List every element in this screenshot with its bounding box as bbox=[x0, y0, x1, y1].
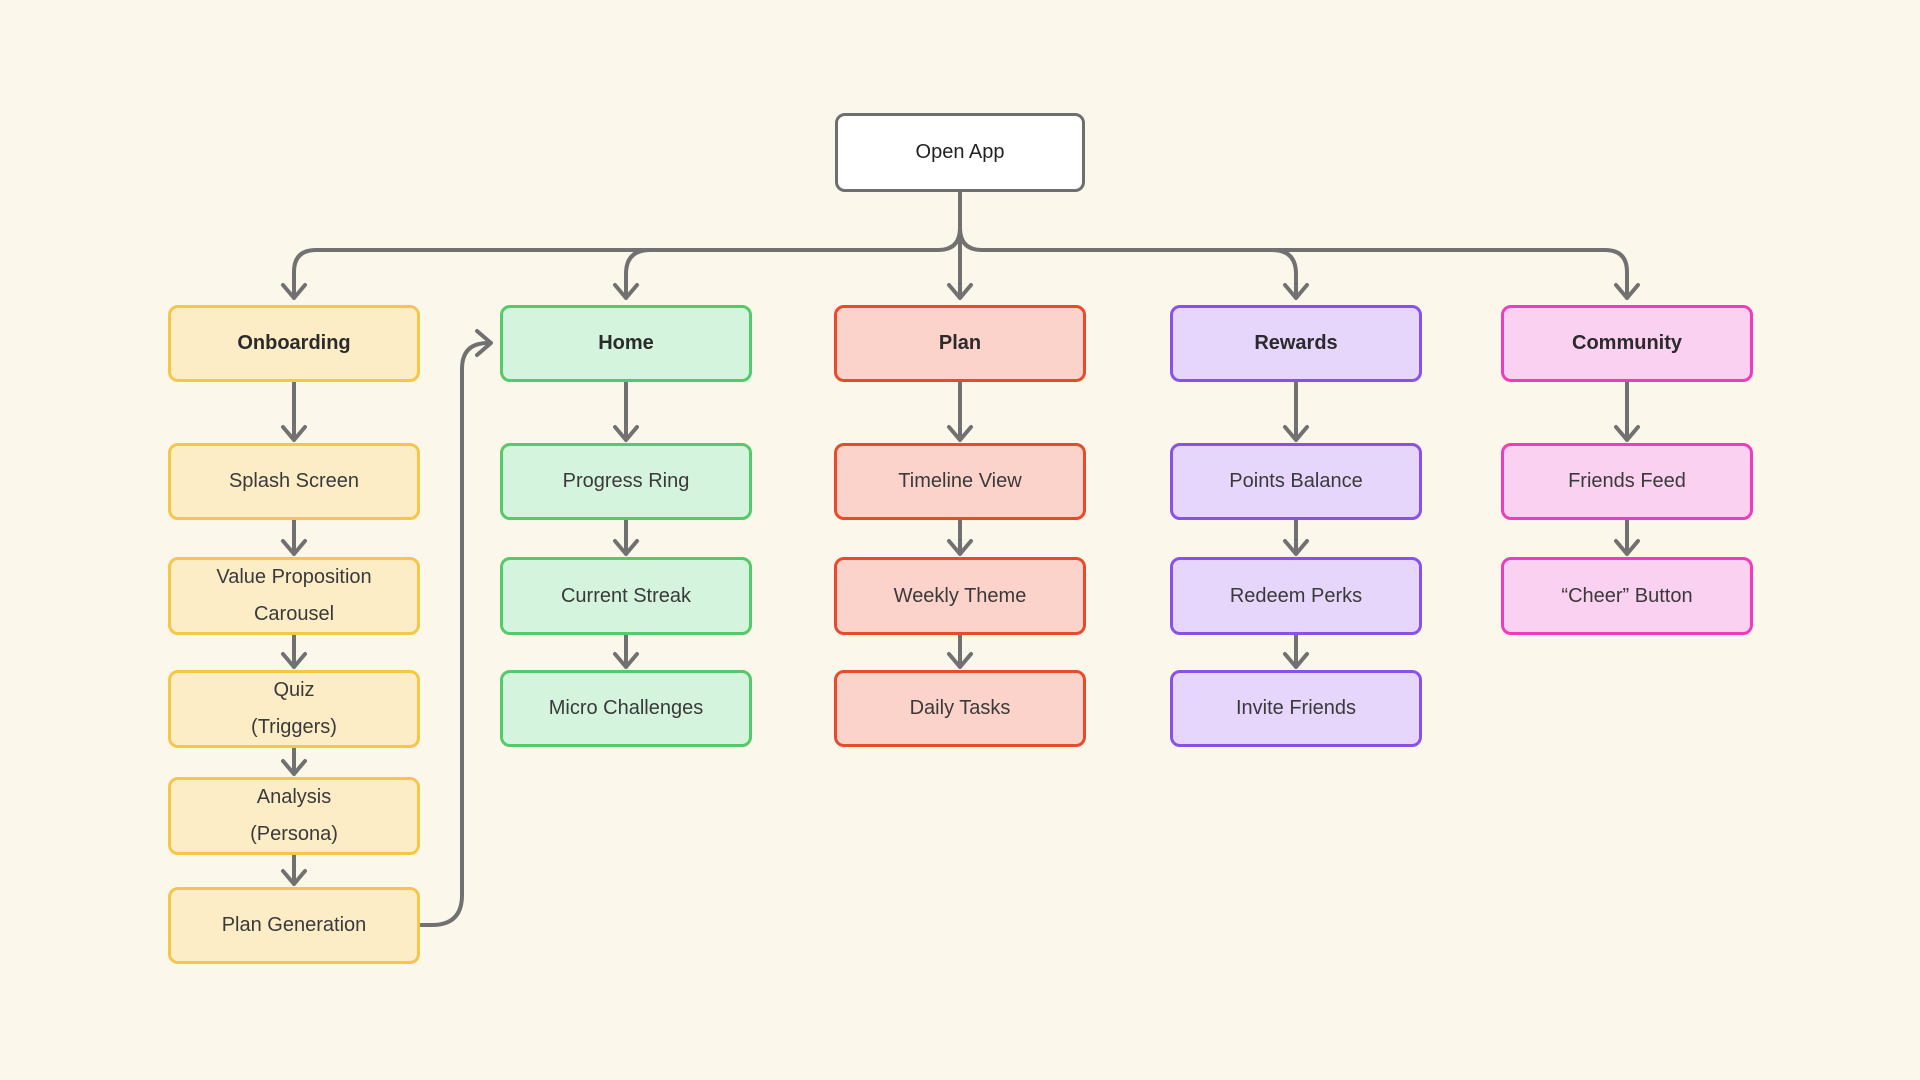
edge-timeline-view-to-weekly-theme bbox=[947, 518, 973, 556]
node-cheer-button: “Cheer” Button bbox=[1501, 557, 1753, 635]
edge-friends-feed-to-cheer-button bbox=[1614, 518, 1640, 556]
node-analysis-persona: Analysis (Persona) bbox=[168, 777, 420, 855]
node-open-app: Open App bbox=[835, 113, 1085, 192]
node-timeline-view: Timeline View bbox=[834, 443, 1086, 520]
edge-redeem-perks-to-invite-friends bbox=[1283, 633, 1309, 669]
edge-points-balance-to-redeem-perks bbox=[1283, 518, 1309, 556]
edge-splash-screen-to-value-proposition-carousel bbox=[281, 518, 307, 556]
edge-weekly-theme-to-daily-tasks bbox=[947, 633, 973, 669]
edge-analysis-to-plan-generation bbox=[281, 853, 307, 886]
edge-quiz-to-analysis bbox=[281, 746, 307, 776]
node-micro-challenges: Micro Challenges bbox=[500, 670, 752, 747]
edge-open-app-to-community bbox=[958, 226, 1640, 300]
edge-open-app-to-home bbox=[613, 248, 652, 300]
node-friends-feed: Friends Feed bbox=[1501, 443, 1753, 520]
node-current-streak: Current Streak bbox=[500, 557, 752, 635]
edge-open-app-to-plan bbox=[947, 190, 973, 300]
edge-plan-to-timeline-view bbox=[947, 380, 973, 442]
node-invite-friends: Invite Friends bbox=[1170, 670, 1422, 747]
edge-rewards-to-points-balance bbox=[1283, 380, 1309, 442]
node-value-proposition-carousel: Value Proposition Carousel bbox=[168, 557, 420, 635]
node-plan-generation: Plan Generation bbox=[168, 887, 420, 964]
node-daily-tasks: Daily Tasks bbox=[834, 670, 1086, 747]
node-onboarding: Onboarding bbox=[168, 305, 420, 382]
node-progress-ring: Progress Ring bbox=[500, 443, 752, 520]
node-redeem-perks: Redeem Perks bbox=[1170, 557, 1422, 635]
edge-open-app-to-onboarding bbox=[281, 226, 962, 300]
node-weekly-theme: Weekly Theme bbox=[834, 557, 1086, 635]
node-quiz-triggers: Quiz (Triggers) bbox=[168, 670, 420, 748]
node-rewards: Rewards bbox=[1170, 305, 1422, 382]
node-plan: Plan bbox=[834, 305, 1086, 382]
node-splash-screen: Splash Screen bbox=[168, 443, 420, 520]
edge-onboarding-to-splash-screen bbox=[281, 380, 307, 442]
edge-open-app-to-rewards bbox=[1270, 248, 1309, 300]
edge-home-to-progress-ring bbox=[613, 380, 639, 442]
node-community: Community bbox=[1501, 305, 1753, 382]
edge-plan-generation-to-home bbox=[419, 329, 493, 927]
edge-current-streak-to-micro-challenges bbox=[613, 633, 639, 669]
edge-value-proposition-carousel-to-quiz bbox=[281, 633, 307, 669]
edge-community-to-friends-feed bbox=[1614, 380, 1640, 442]
node-home: Home bbox=[500, 305, 752, 382]
node-points-balance: Points Balance bbox=[1170, 443, 1422, 520]
edge-progress-ring-to-current-streak bbox=[613, 518, 639, 556]
